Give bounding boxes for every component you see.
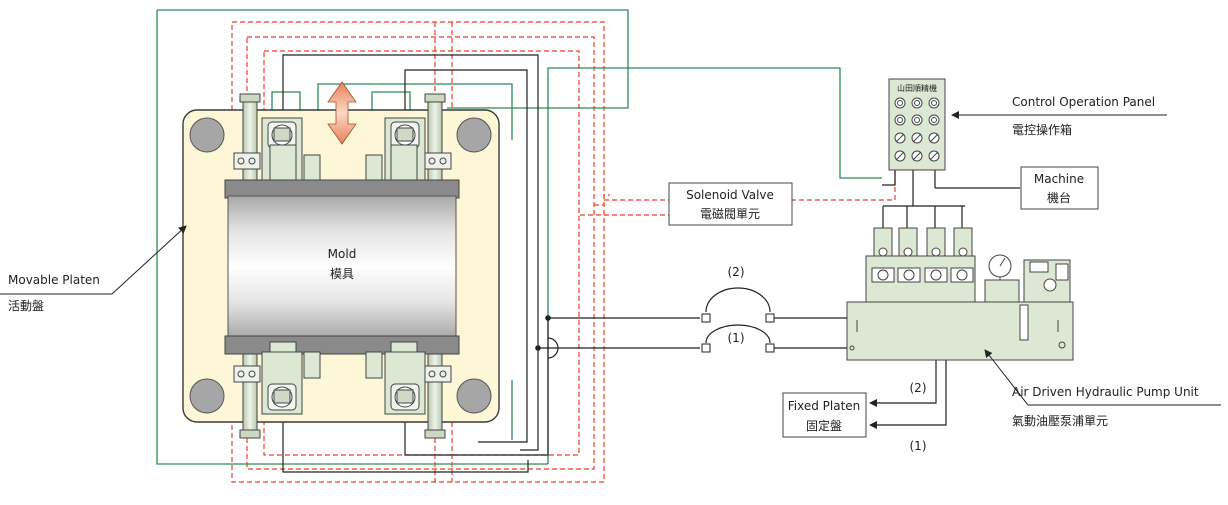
mold-label-zh: 模具: [330, 267, 354, 281]
movement-arrow-icon: [327, 81, 357, 145]
solenoid-valve-box: [668, 182, 793, 226]
hydraulic-lines: [282, 54, 1020, 473]
fixed-platen-box: [782, 392, 867, 438]
panel-brand-text: 山田順精機: [897, 83, 937, 93]
clamp-cylinders-top: [261, 117, 426, 191]
clamp-cylinders-bottom: [261, 341, 426, 415]
pump-unit-label-zh: 氣動油壓泵浦單元: [1012, 414, 1108, 428]
control-panel: 山田順精機: [888, 78, 946, 171]
solenoid-valve-label-zh: 電磁閥單元: [700, 206, 760, 221]
junction-dot: [545, 315, 551, 321]
pump-unit-label-en: Air Driven Hydraulic Pump Unit: [1012, 385, 1199, 399]
machine-box: [1020, 166, 1099, 210]
movable-platen-label-en: Movable Platen: [8, 273, 100, 287]
mold-label-en: Mold: [328, 247, 357, 261]
hose-label-1: (1): [728, 331, 745, 345]
pump-unit-leader: [984, 349, 1221, 406]
hydraulic-pump-unit: [846, 227, 1074, 361]
sensor-blocks: [233, 152, 452, 383]
fixed-hose-label-1: (1): [910, 439, 927, 453]
fixed-hose-label-2: (2): [910, 381, 927, 395]
junction-dot: [535, 345, 541, 351]
hose-label-2: (2): [728, 265, 745, 279]
control-panel-label-en: Control Operation Panel: [1012, 95, 1155, 109]
fixed-platen-label-zh: 固定盤: [806, 418, 842, 433]
control-panel-label-zh: 電控操作箱: [1012, 122, 1072, 137]
solenoid-valve-label-en: Solenoid Valve: [686, 188, 774, 202]
movable-platen-leader: [0, 225, 187, 295]
machine-label-zh: 機台: [1047, 190, 1071, 205]
machine-label-en: Machine: [1034, 172, 1084, 186]
movable-platen-label-zh: 活動盤: [8, 299, 44, 313]
fixed-platen-label-en: Fixed Platen: [788, 399, 861, 413]
hose-fittings: [701, 313, 775, 353]
